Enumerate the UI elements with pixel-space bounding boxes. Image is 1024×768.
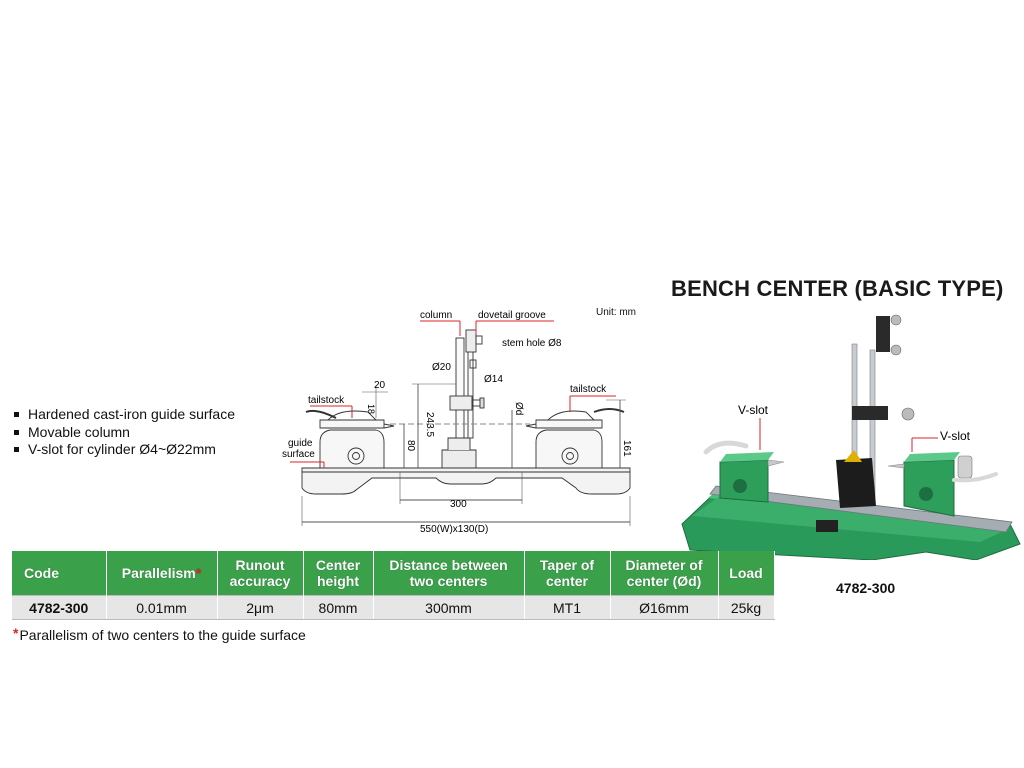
product-photo: V-slot V-slot (681, 314, 1021, 560)
label-dim-80: 80 (405, 440, 416, 452)
col-header-load: Load (718, 551, 775, 596)
cell-parallelism: 0.01mm (106, 595, 218, 620)
label-dim-161: 161 (621, 440, 632, 457)
label-guide: guide (288, 438, 313, 449)
label-vslot-right: V-slot (940, 429, 971, 443)
label-tailstock-left: tailstock (308, 395, 345, 406)
feature-item: Movable column (14, 424, 235, 442)
table-row: 4782-300 0.01mm 2μm 80mm 300mm MT1 Ø16mm… (12, 595, 775, 620)
label-surface: surface (282, 449, 315, 460)
feature-list: Hardened cast-iron guide surface Movable… (14, 406, 235, 459)
technical-drawing: column dovetail groove stem hole Ø8 Ø20 … (282, 310, 632, 535)
footnote-star: * (13, 625, 19, 641)
cell-center-height: 80mm (303, 595, 374, 620)
label-dim-300: 300 (450, 499, 467, 510)
cell-diameter: Ø16mm (610, 595, 719, 620)
page-title: BENCH CENTER (BASIC TYPE) (671, 276, 1004, 301)
col-header-parallelism: Parallelism* (106, 551, 218, 596)
label-d20: Ø20 (432, 362, 451, 373)
photo-caption: 4782-300 (836, 580, 896, 596)
label-tailstock-right: tailstock (570, 384, 607, 395)
cell-runout: 2μm (217, 595, 304, 620)
cell-load: 25kg (718, 595, 775, 620)
label-dim-base: 550(W)x130(D) (420, 524, 488, 535)
label-column: column (420, 310, 452, 321)
footnote-text: Parallelism of two centers to the guide … (19, 627, 306, 643)
label-dim-od: Ød (513, 402, 524, 415)
label-stem-hole: stem hole Ø8 (502, 338, 562, 349)
unit-note: Unit: mm (596, 307, 636, 318)
feature-item: Hardened cast-iron guide surface (14, 406, 235, 424)
label-vslot-left: V-slot (738, 403, 769, 417)
label-dim-243-5: 243.5 (424, 412, 435, 437)
footnote: *Parallelism of two centers to the guide… (13, 625, 306, 643)
cell-taper: MT1 (524, 595, 611, 620)
label-dovetail-groove: dovetail groove (478, 310, 546, 321)
cell-code: 4782-300 (12, 595, 107, 620)
label-d14: Ø14 (484, 374, 503, 385)
cell-distance: 300mm (373, 595, 525, 620)
label-dim-18: 18 (366, 404, 376, 414)
label-dim-20: 20 (374, 380, 386, 391)
feature-item: V-slot for cylinder Ø4~Ø22mm (14, 441, 235, 459)
col-header-code: Code (12, 551, 107, 596)
